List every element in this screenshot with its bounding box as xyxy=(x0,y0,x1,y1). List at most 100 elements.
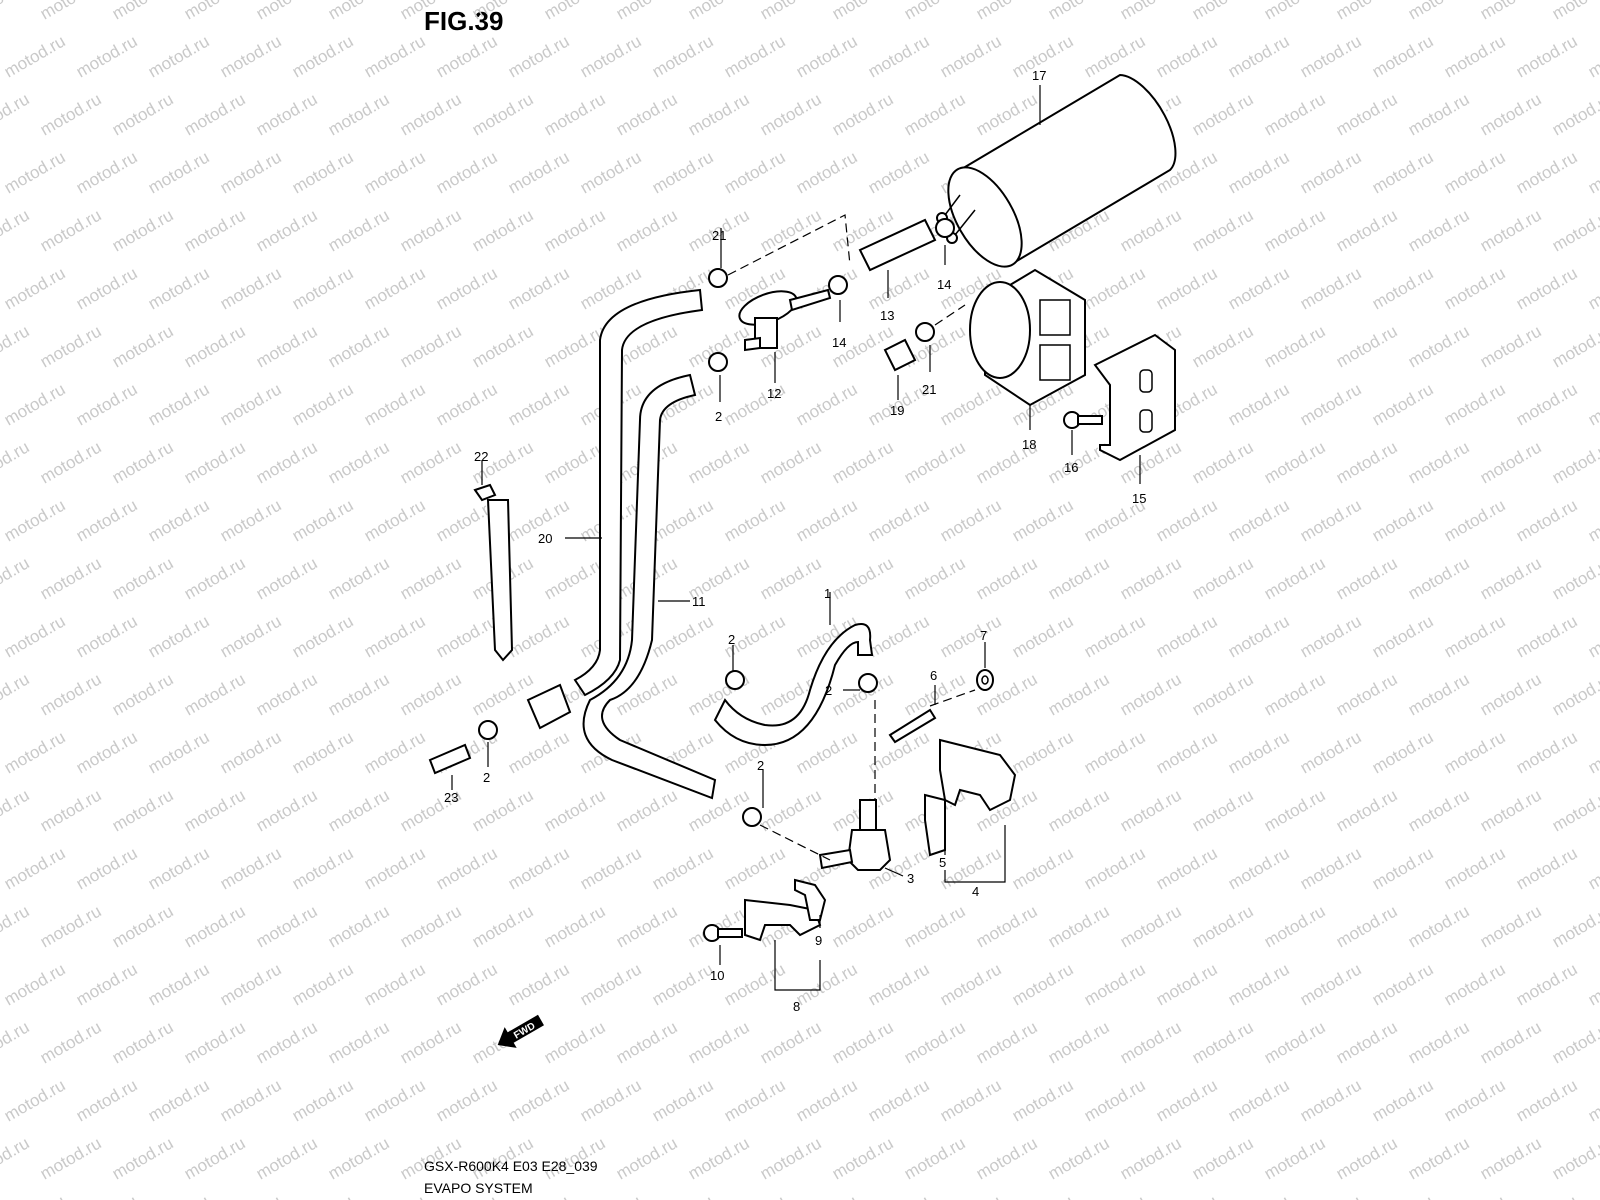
watermark-text: motod.ru xyxy=(1297,263,1365,313)
watermark-text: motod.ru xyxy=(397,321,465,371)
watermark-text: motod.ru xyxy=(649,843,717,893)
callout-3: 3 xyxy=(907,871,914,886)
watermark-text: motod.ru xyxy=(1477,553,1545,603)
watermark-text: motod.ru xyxy=(541,321,609,371)
watermark-text: motod.ru xyxy=(433,959,501,1009)
watermark-text: motod.ru xyxy=(541,0,609,23)
watermark-text: motod.ru xyxy=(37,785,105,835)
watermark-text: motod.ru xyxy=(433,379,501,429)
watermark-text: motod.ru xyxy=(289,379,357,429)
watermark-text: motod.ru xyxy=(1009,843,1077,893)
watermark-text: motod.ru xyxy=(325,321,393,371)
watermark-text: motod.ru xyxy=(145,727,213,777)
watermark-text: motod.ru xyxy=(1261,553,1329,603)
watermark-text: motod.ru xyxy=(1225,263,1293,313)
watermark-text: motod.ru xyxy=(0,669,33,719)
watermark-text: motod.ru xyxy=(1009,727,1077,777)
watermark-text: motod.ru xyxy=(361,379,429,429)
watermark-text: motod.ru xyxy=(1009,495,1077,545)
watermark-text: motod.ru xyxy=(973,901,1041,951)
watermark-text: motod.ru xyxy=(1333,785,1401,835)
watermark-text: motod.ru xyxy=(253,785,321,835)
watermark-text: motod.ru xyxy=(217,31,285,81)
watermark-text: motod.ru xyxy=(1081,1075,1149,1125)
watermark-text: motod.ru xyxy=(1117,669,1185,719)
watermark-text: motod.ru xyxy=(1189,321,1257,371)
watermark-text: motod.ru xyxy=(397,1017,465,1067)
canister-part xyxy=(936,73,1177,268)
watermark-text: motod.ru xyxy=(937,1191,1005,1200)
callout-15: 15 xyxy=(1132,491,1146,506)
watermark-text: motod.ru xyxy=(1549,437,1600,487)
watermark-text: motod.ru xyxy=(1405,785,1473,835)
callout-8: 8 xyxy=(793,999,800,1014)
watermark-text: motod.ru xyxy=(1333,0,1401,23)
watermark-text: motod.ru xyxy=(1477,1017,1545,1067)
watermark-text: motod.ru xyxy=(181,553,249,603)
hose-piece-part xyxy=(883,338,917,372)
watermark-text: motod.ru xyxy=(1045,0,1113,23)
watermark-text: motod.ru xyxy=(1297,611,1365,661)
watermark-text: motod.ru xyxy=(361,1075,429,1125)
watermark-text: motod.ru xyxy=(1405,89,1473,139)
watermark-text: motod.ru xyxy=(1117,1017,1185,1067)
watermark-text: motod.ru xyxy=(289,1075,357,1125)
watermark-text: motod.ru xyxy=(1585,263,1600,313)
watermark-text: motod.ru xyxy=(613,785,681,835)
watermark-text: motod.ru xyxy=(721,1075,789,1125)
bent-hose-part xyxy=(713,623,874,747)
watermark-text: motod.ru xyxy=(865,611,933,661)
watermark-text: motod.ru xyxy=(1369,495,1437,545)
callout-2: 2 xyxy=(757,758,764,773)
watermark-text: motod.ru xyxy=(109,437,177,487)
watermark-text: motod.ru xyxy=(1585,379,1600,429)
watermark-text: motod.ru xyxy=(1081,1191,1149,1200)
watermark-text: motod.ru xyxy=(1081,31,1149,81)
watermark-text: motod.ru xyxy=(649,959,717,1009)
watermark-text: motod.ru xyxy=(757,205,825,255)
watermark-text: motod.ru xyxy=(37,1133,105,1183)
watermark-text: motod.ru xyxy=(181,321,249,371)
watermark-text: motod.ru xyxy=(1513,843,1581,893)
watermark-text: motod.ru xyxy=(1189,553,1257,603)
watermark-text: motod.ru xyxy=(217,263,285,313)
watermark-text: motod.ru xyxy=(1,611,69,661)
watermark-text: motod.ru xyxy=(1369,263,1437,313)
watermark-text: motod.ru xyxy=(1477,1133,1545,1183)
watermark-text: motod.ru xyxy=(469,321,537,371)
watermark-text: motod.ru xyxy=(829,1133,897,1183)
watermark-text: motod.ru xyxy=(757,1017,825,1067)
watermark-text: motod.ru xyxy=(1549,205,1600,255)
watermark-text: motod.ru xyxy=(1405,321,1473,371)
watermark-text: motod.ru xyxy=(937,1075,1005,1125)
callout-5: 5 xyxy=(939,855,946,870)
watermark-text: motod.ru xyxy=(217,1075,285,1125)
watermark-text: motod.ru xyxy=(1117,553,1185,603)
watermark-text: motod.ru xyxy=(469,0,537,23)
watermark-text: motod.ru xyxy=(937,495,1005,545)
watermark-text: motod.ru xyxy=(361,611,429,661)
watermark-text: motod.ru xyxy=(1513,379,1581,429)
watermark-text: motod.ru xyxy=(361,263,429,313)
watermark-text: motod.ru xyxy=(1,1075,69,1125)
watermark-text: motod.ru xyxy=(1297,147,1365,197)
watermark-text: motod.ru xyxy=(145,263,213,313)
union-fitting-part xyxy=(428,743,472,775)
callout-7: 7 xyxy=(980,628,987,643)
watermark-text: motod.ru xyxy=(937,379,1005,429)
watermark-text: motod.ru xyxy=(1369,379,1437,429)
watermark-text: motod.ru xyxy=(1477,89,1545,139)
watermark-text: motod.ru xyxy=(145,959,213,1009)
watermark-text: motod.ru xyxy=(253,901,321,951)
watermark-text: motod.ru xyxy=(613,1017,681,1067)
watermark-text: motod.ru xyxy=(1369,843,1437,893)
watermark-text: motod.ru xyxy=(73,843,141,893)
watermark-text: motod.ru xyxy=(1441,959,1509,1009)
watermark-text: motod.ru xyxy=(1477,205,1545,255)
watermark-text: motod.ru xyxy=(1441,147,1509,197)
watermark-text: motod.ru xyxy=(829,89,897,139)
watermark-text: motod.ru xyxy=(1189,89,1257,139)
watermark-text: motod.ru xyxy=(37,669,105,719)
watermark-text: motod.ru xyxy=(1585,495,1600,545)
watermark-text: motod.ru xyxy=(397,901,465,951)
